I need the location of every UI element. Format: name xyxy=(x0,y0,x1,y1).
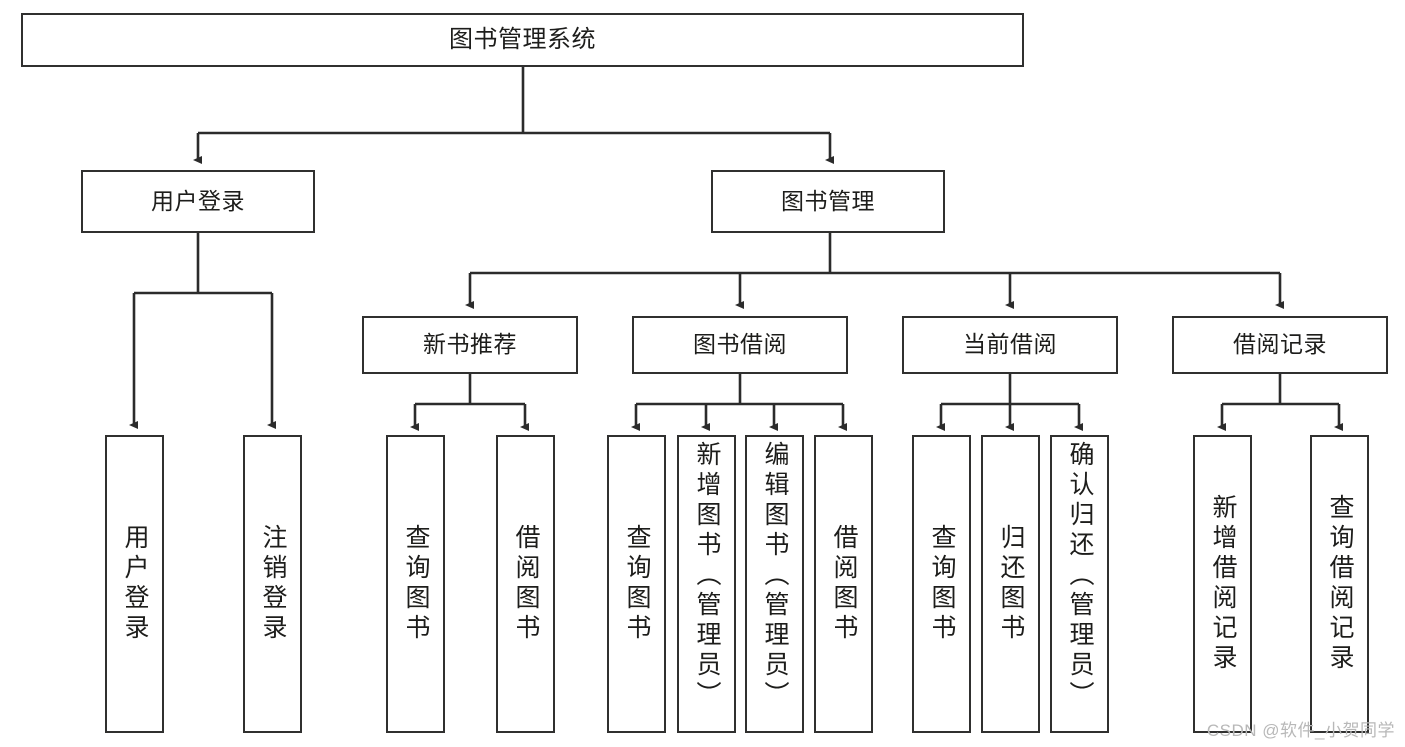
node-leaf-query-book-2[interactable]: 查询图书 xyxy=(607,435,666,733)
node-root[interactable]: 图书管理系统 xyxy=(21,13,1024,67)
node-leaf-logout-login-label: 注销登录 xyxy=(259,524,287,644)
node-user-login[interactable]: 用户登录 xyxy=(81,170,315,233)
node-new-book-recommend-label: 新书推荐 xyxy=(423,331,517,358)
node-leaf-user-login-label: 用户登录 xyxy=(121,524,149,644)
node-leaf-user-login[interactable]: 用户登录 xyxy=(105,435,164,733)
node-leaf-borrow-book-2-label: 借阅图书 xyxy=(830,524,858,644)
node-leaf-confirm-return-admin-label: 确认归还（管理员） xyxy=(1066,441,1094,711)
node-leaf-query-book-3[interactable]: 查询图书 xyxy=(912,435,971,733)
node-current-borrow[interactable]: 当前借阅 xyxy=(902,316,1118,374)
node-new-book-recommend[interactable]: 新书推荐 xyxy=(362,316,578,374)
node-leaf-query-book-2-label: 查询图书 xyxy=(623,524,651,644)
node-book-borrow[interactable]: 图书借阅 xyxy=(632,316,848,374)
node-leaf-query-book-1-label: 查询图书 xyxy=(402,524,430,644)
node-leaf-edit-book-admin-label: 编辑图书（管理员） xyxy=(761,441,789,711)
node-leaf-borrow-book-1[interactable]: 借阅图书 xyxy=(496,435,555,733)
node-leaf-query-book-3-label: 查询图书 xyxy=(928,524,956,644)
node-leaf-confirm-return-admin[interactable]: 确认归还（管理员） xyxy=(1050,435,1109,733)
node-leaf-return-book[interactable]: 归还图书 xyxy=(981,435,1040,733)
node-leaf-return-book-label: 归还图书 xyxy=(997,524,1025,644)
node-root-label: 图书管理系统 xyxy=(449,25,596,53)
node-leaf-add-borrow-record-label: 新增借阅记录 xyxy=(1209,494,1237,674)
node-current-borrow-label: 当前借阅 xyxy=(963,331,1057,358)
node-leaf-logout-login[interactable]: 注销登录 xyxy=(243,435,302,733)
node-user-login-label: 用户登录 xyxy=(151,187,245,214)
node-leaf-borrow-book-1-label: 借阅图书 xyxy=(512,524,540,644)
node-leaf-add-book-admin-label: 新增图书（管理员） xyxy=(693,441,721,711)
node-book-management-label: 图书管理 xyxy=(781,187,875,214)
node-leaf-edit-book-admin[interactable]: 编辑图书（管理员） xyxy=(745,435,804,733)
node-borrow-record-label: 借阅记录 xyxy=(1233,331,1327,358)
node-leaf-query-borrow-record-label: 查询借阅记录 xyxy=(1326,494,1354,674)
node-leaf-add-book-admin[interactable]: 新增图书（管理员） xyxy=(677,435,736,733)
node-leaf-query-book-1[interactable]: 查询图书 xyxy=(386,435,445,733)
node-book-borrow-label: 图书借阅 xyxy=(693,331,787,358)
node-leaf-query-borrow-record[interactable]: 查询借阅记录 xyxy=(1310,435,1369,733)
node-book-management[interactable]: 图书管理 xyxy=(711,170,945,233)
node-borrow-record[interactable]: 借阅记录 xyxy=(1172,316,1388,374)
node-leaf-borrow-book-2[interactable]: 借阅图书 xyxy=(814,435,873,733)
watermark: CSDN @软件_小贺同学 xyxy=(1206,721,1395,740)
node-leaf-add-borrow-record[interactable]: 新增借阅记录 xyxy=(1193,435,1252,733)
